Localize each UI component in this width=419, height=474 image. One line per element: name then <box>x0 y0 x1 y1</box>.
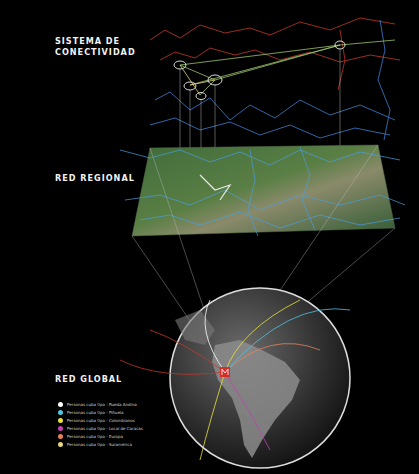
legend-swatch <box>58 426 63 431</box>
legend-row: Personas cuba tipo - Suramérica <box>58 442 132 447</box>
legend-text: Personas cuba tipo - Colombianos <box>67 418 135 423</box>
legend-row: Personas cuba tipo - Piñuela <box>58 410 123 415</box>
legend-swatch <box>58 402 63 407</box>
legend-swatch <box>58 410 63 415</box>
layer-label: SISTEMA DE CONECTIVIDAD <box>55 36 145 58</box>
legend-row: Personas cuba tipo - Colombianos <box>58 418 135 423</box>
legend-text: Personas cuba tipo - Europa <box>67 434 123 439</box>
legend-text: Personas cuba tipo - Rueda Andina <box>67 402 137 407</box>
legend-swatch <box>58 434 63 439</box>
legend-row: Personas cuba tipo - Local de Caracas <box>58 426 143 431</box>
legend-row: Personas cuba tipo - Rueda Andina <box>58 402 137 407</box>
layer-label: RED GLOBAL <box>55 374 145 385</box>
legend-text: Personas cuba tipo - Piñuela <box>67 410 123 415</box>
legend-text: Personas cuba tipo - Local de Caracas <box>67 426 143 431</box>
legend-swatch <box>58 418 63 423</box>
legend-swatch <box>58 442 63 447</box>
layer-label: RED REGIONAL <box>55 173 145 184</box>
legend-row: Personas cuba tipo - Europa <box>58 434 123 439</box>
legend-text: Personas cuba tipo - Suramérica <box>67 442 132 447</box>
